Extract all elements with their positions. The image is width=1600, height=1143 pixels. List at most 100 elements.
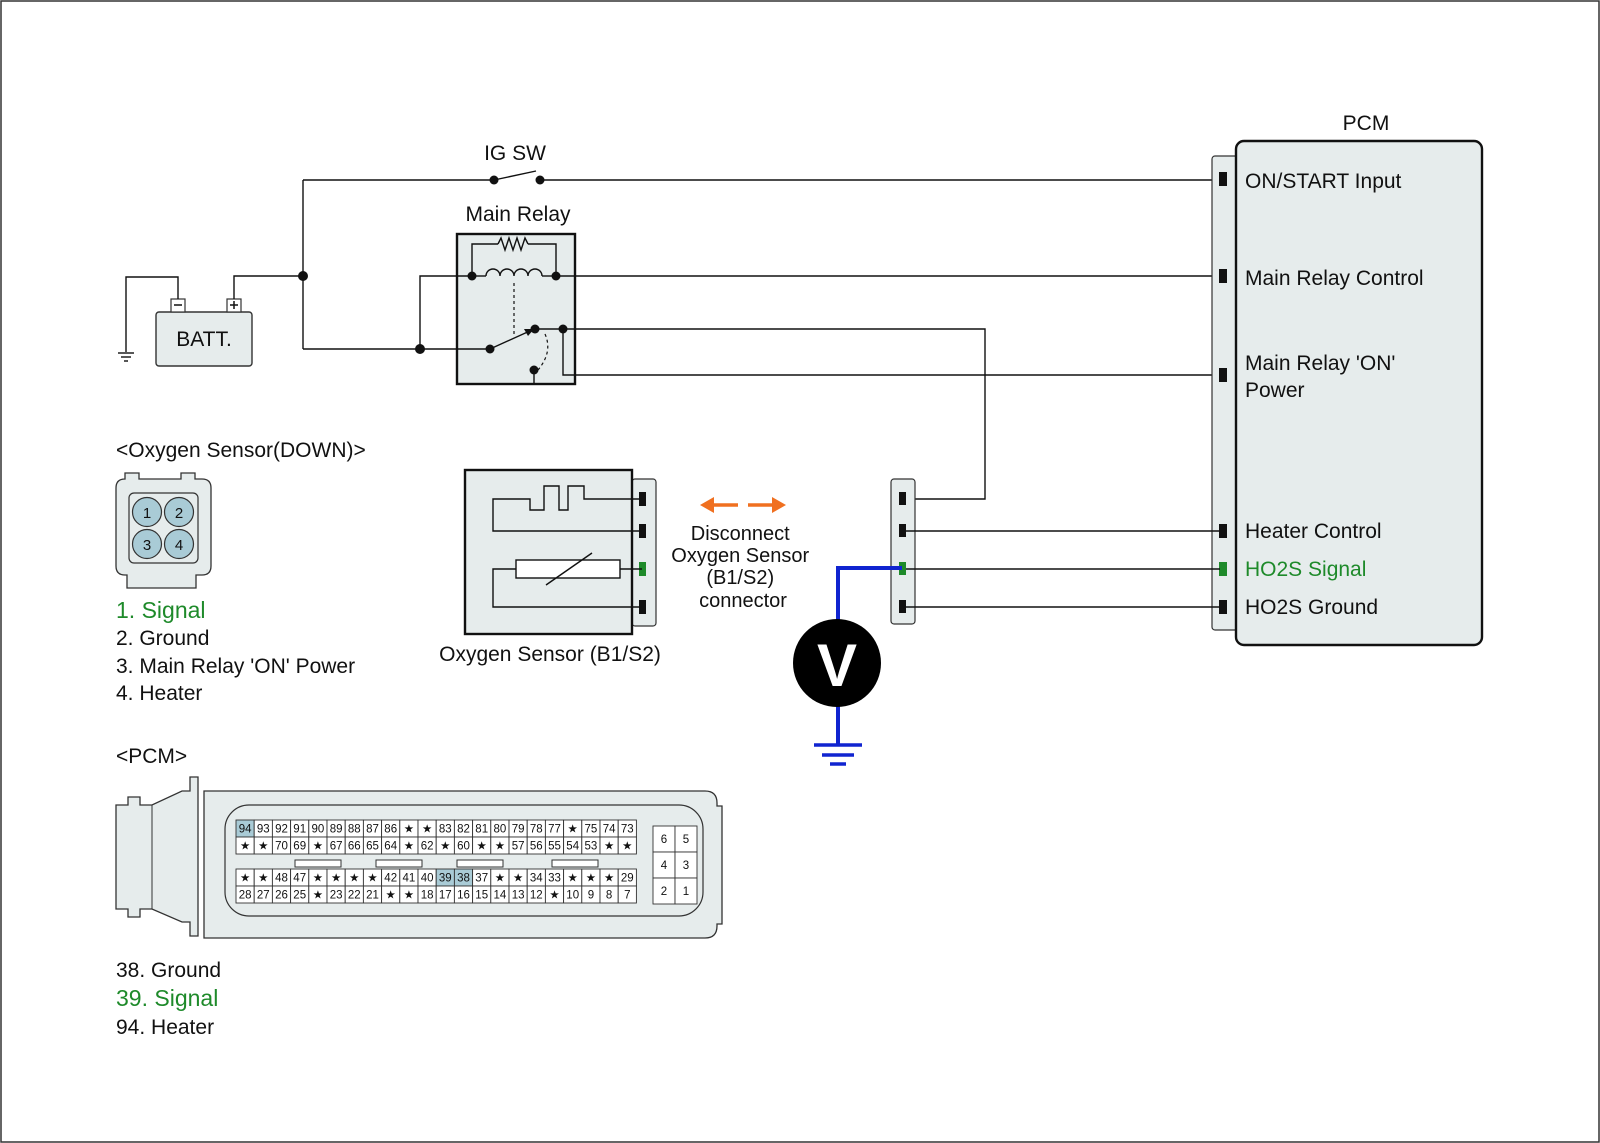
pcm-pin-label: 26 <box>275 890 288 902</box>
pcm-legend-signal: 39. Signal <box>116 985 218 1011</box>
harness-connector <box>890 478 916 625</box>
pcm-pin-label: 54 <box>566 841 579 853</box>
pcm-pin-label: 40 <box>421 873 434 885</box>
pcm-pin-label: 38 <box>457 873 470 885</box>
pcm-terminal-heater-control: Heater Control <box>1245 520 1382 543</box>
oxygen-legend-power: 3. Main Relay 'ON' Power <box>116 655 355 678</box>
pcm-pin-label: 75 <box>585 824 598 836</box>
pcm-pin-label: 82 <box>457 824 470 836</box>
pcm-pin-label: ★ <box>331 873 341 885</box>
oxygen-sensor-caption: Oxygen Sensor (B1/S2) <box>439 643 661 666</box>
pcm-pin-label: ★ <box>313 890 323 902</box>
pcm-pin-label: 80 <box>494 824 507 836</box>
pcm-pin-label: ★ <box>586 873 596 885</box>
pcm-pin-label: 69 <box>293 841 306 853</box>
pcm-pin-label: 41 <box>403 873 416 885</box>
pcm-pin-label: 14 <box>494 890 507 902</box>
pcm-pin-label: 81 <box>475 824 488 836</box>
pcm-pin-cell <box>617 836 637 855</box>
pcm-legend-ground: 38. Ground <box>116 959 221 982</box>
oxygen-legend-ground: 2. Ground <box>116 627 209 650</box>
junction-dot <box>298 271 308 281</box>
pcm-terminal-main-relay-on-power: Main Relay 'ON' <box>1245 352 1395 375</box>
pcm-pin-label: 56 <box>530 841 543 853</box>
pcm-pin-label: 37 <box>475 873 488 885</box>
pcm-pin-label: 18 <box>421 890 434 902</box>
pcm-pin-label: ★ <box>349 873 359 885</box>
pcm-pin-label: ★ <box>240 841 250 853</box>
pcm-module <box>1211 139 1484 647</box>
ground-icon <box>814 743 862 766</box>
pcm-pin-label: ★ <box>258 841 268 853</box>
pcm-pin-label: ★ <box>568 873 578 885</box>
oxygen-connector-title: <Oxygen Sensor(DOWN)> <box>116 439 366 462</box>
junction-dot <box>415 344 425 354</box>
pcm-pin-label: 87 <box>366 824 379 836</box>
pcm-pin-label: 53 <box>585 841 598 853</box>
pcm-pin-label: 47 <box>293 873 306 885</box>
pcm-pin-label: 28 <box>239 890 252 902</box>
pcm-pin-label: 62 <box>421 841 434 853</box>
pcm-terminal-ho2s-ground: HO2S Ground <box>1245 596 1378 619</box>
pcm-pin-label: 25 <box>293 890 306 902</box>
pcm-pin-label: 22 <box>348 890 361 902</box>
pcm-connector-title: <PCM> <box>116 745 187 768</box>
pcm-pin-label: 93 <box>257 824 270 836</box>
battery-ground-icon <box>118 352 134 362</box>
pcm-pin-label: ★ <box>513 873 523 885</box>
pcm-pin-label: 70 <box>275 841 288 853</box>
pcm-terminal-main-relay-control: Main Relay Control <box>1245 267 1424 290</box>
pcm-pin-label: ★ <box>604 873 614 885</box>
pcm-pin-label: 83 <box>439 824 452 836</box>
voltmeter-label: V <box>817 632 857 699</box>
pcm-pin-label: 15 <box>475 890 488 902</box>
voltmeter: V <box>793 619 881 707</box>
pcm-pin-label: 10 <box>566 890 579 902</box>
pcm-pin-cell <box>674 877 698 905</box>
pcm-pin-label: 2 <box>661 886 667 898</box>
pcm-pin-label: ★ <box>622 841 632 853</box>
pcm-pin-label: 90 <box>312 824 325 836</box>
pcm-pin-label: ★ <box>313 841 323 853</box>
pcm-pin-label: 4 <box>661 860 668 872</box>
pcm-pin-label: 88 <box>348 824 361 836</box>
pcm-pin-label: 17 <box>439 890 452 902</box>
oxygen-pin-4: 4 <box>175 537 183 554</box>
pcm-pin-label: 13 <box>512 890 525 902</box>
pcm-connector-face <box>115 776 723 939</box>
pcm-pin-label: 91 <box>293 824 306 836</box>
pcm-pin-label: 16 <box>457 890 470 902</box>
pcm-pin-label: 12 <box>530 890 543 902</box>
pcm-pin-label: 67 <box>330 841 343 853</box>
pcm-pin-label: 92 <box>275 824 288 836</box>
pcm-pin-label: ★ <box>549 890 559 902</box>
pcm-pin-label: ★ <box>404 824 414 836</box>
pcm-pin-label: ★ <box>495 841 505 853</box>
oxygen-connector-face <box>115 472 212 589</box>
pcm-pin-label: 9 <box>588 890 594 902</box>
oxygen-legend-heater: 4. Heater <box>116 682 202 705</box>
pcm-pin-label: 77 <box>548 824 561 836</box>
pcm-pin-label: ★ <box>240 873 250 885</box>
pcm-pin-label: 89 <box>330 824 343 836</box>
main-relay-label: Main Relay <box>465 203 571 226</box>
pcm-pin-label: 1 <box>683 886 689 898</box>
pcm-pin-label: ★ <box>422 824 432 836</box>
oxygen-legend-signal: 1. Signal <box>116 597 206 623</box>
pcm-terminal-on-start: ON/START Input <box>1245 170 1402 193</box>
oxygen-sensor <box>463 468 657 636</box>
pcm-pin-label: ★ <box>367 873 377 885</box>
battery-label: BATT. <box>176 328 232 351</box>
pcm-pin-cell <box>617 885 637 904</box>
pcm-pin-label: 55 <box>548 841 561 853</box>
pcm-pin-label: 8 <box>606 890 612 902</box>
pcm-pin-label: 94 <box>239 824 252 836</box>
pcm-terminal-main-relay-on-power-2: Power <box>1245 379 1305 402</box>
pcm-pin-label: 3 <box>683 860 689 872</box>
pcm-pin-label: ★ <box>258 873 268 885</box>
oxygen-pin-1: 1 <box>143 505 151 522</box>
pcm-pin-label: 65 <box>366 841 379 853</box>
pcm-pin-label: 66 <box>348 841 361 853</box>
pcm-title: PCM <box>1343 112 1390 135</box>
